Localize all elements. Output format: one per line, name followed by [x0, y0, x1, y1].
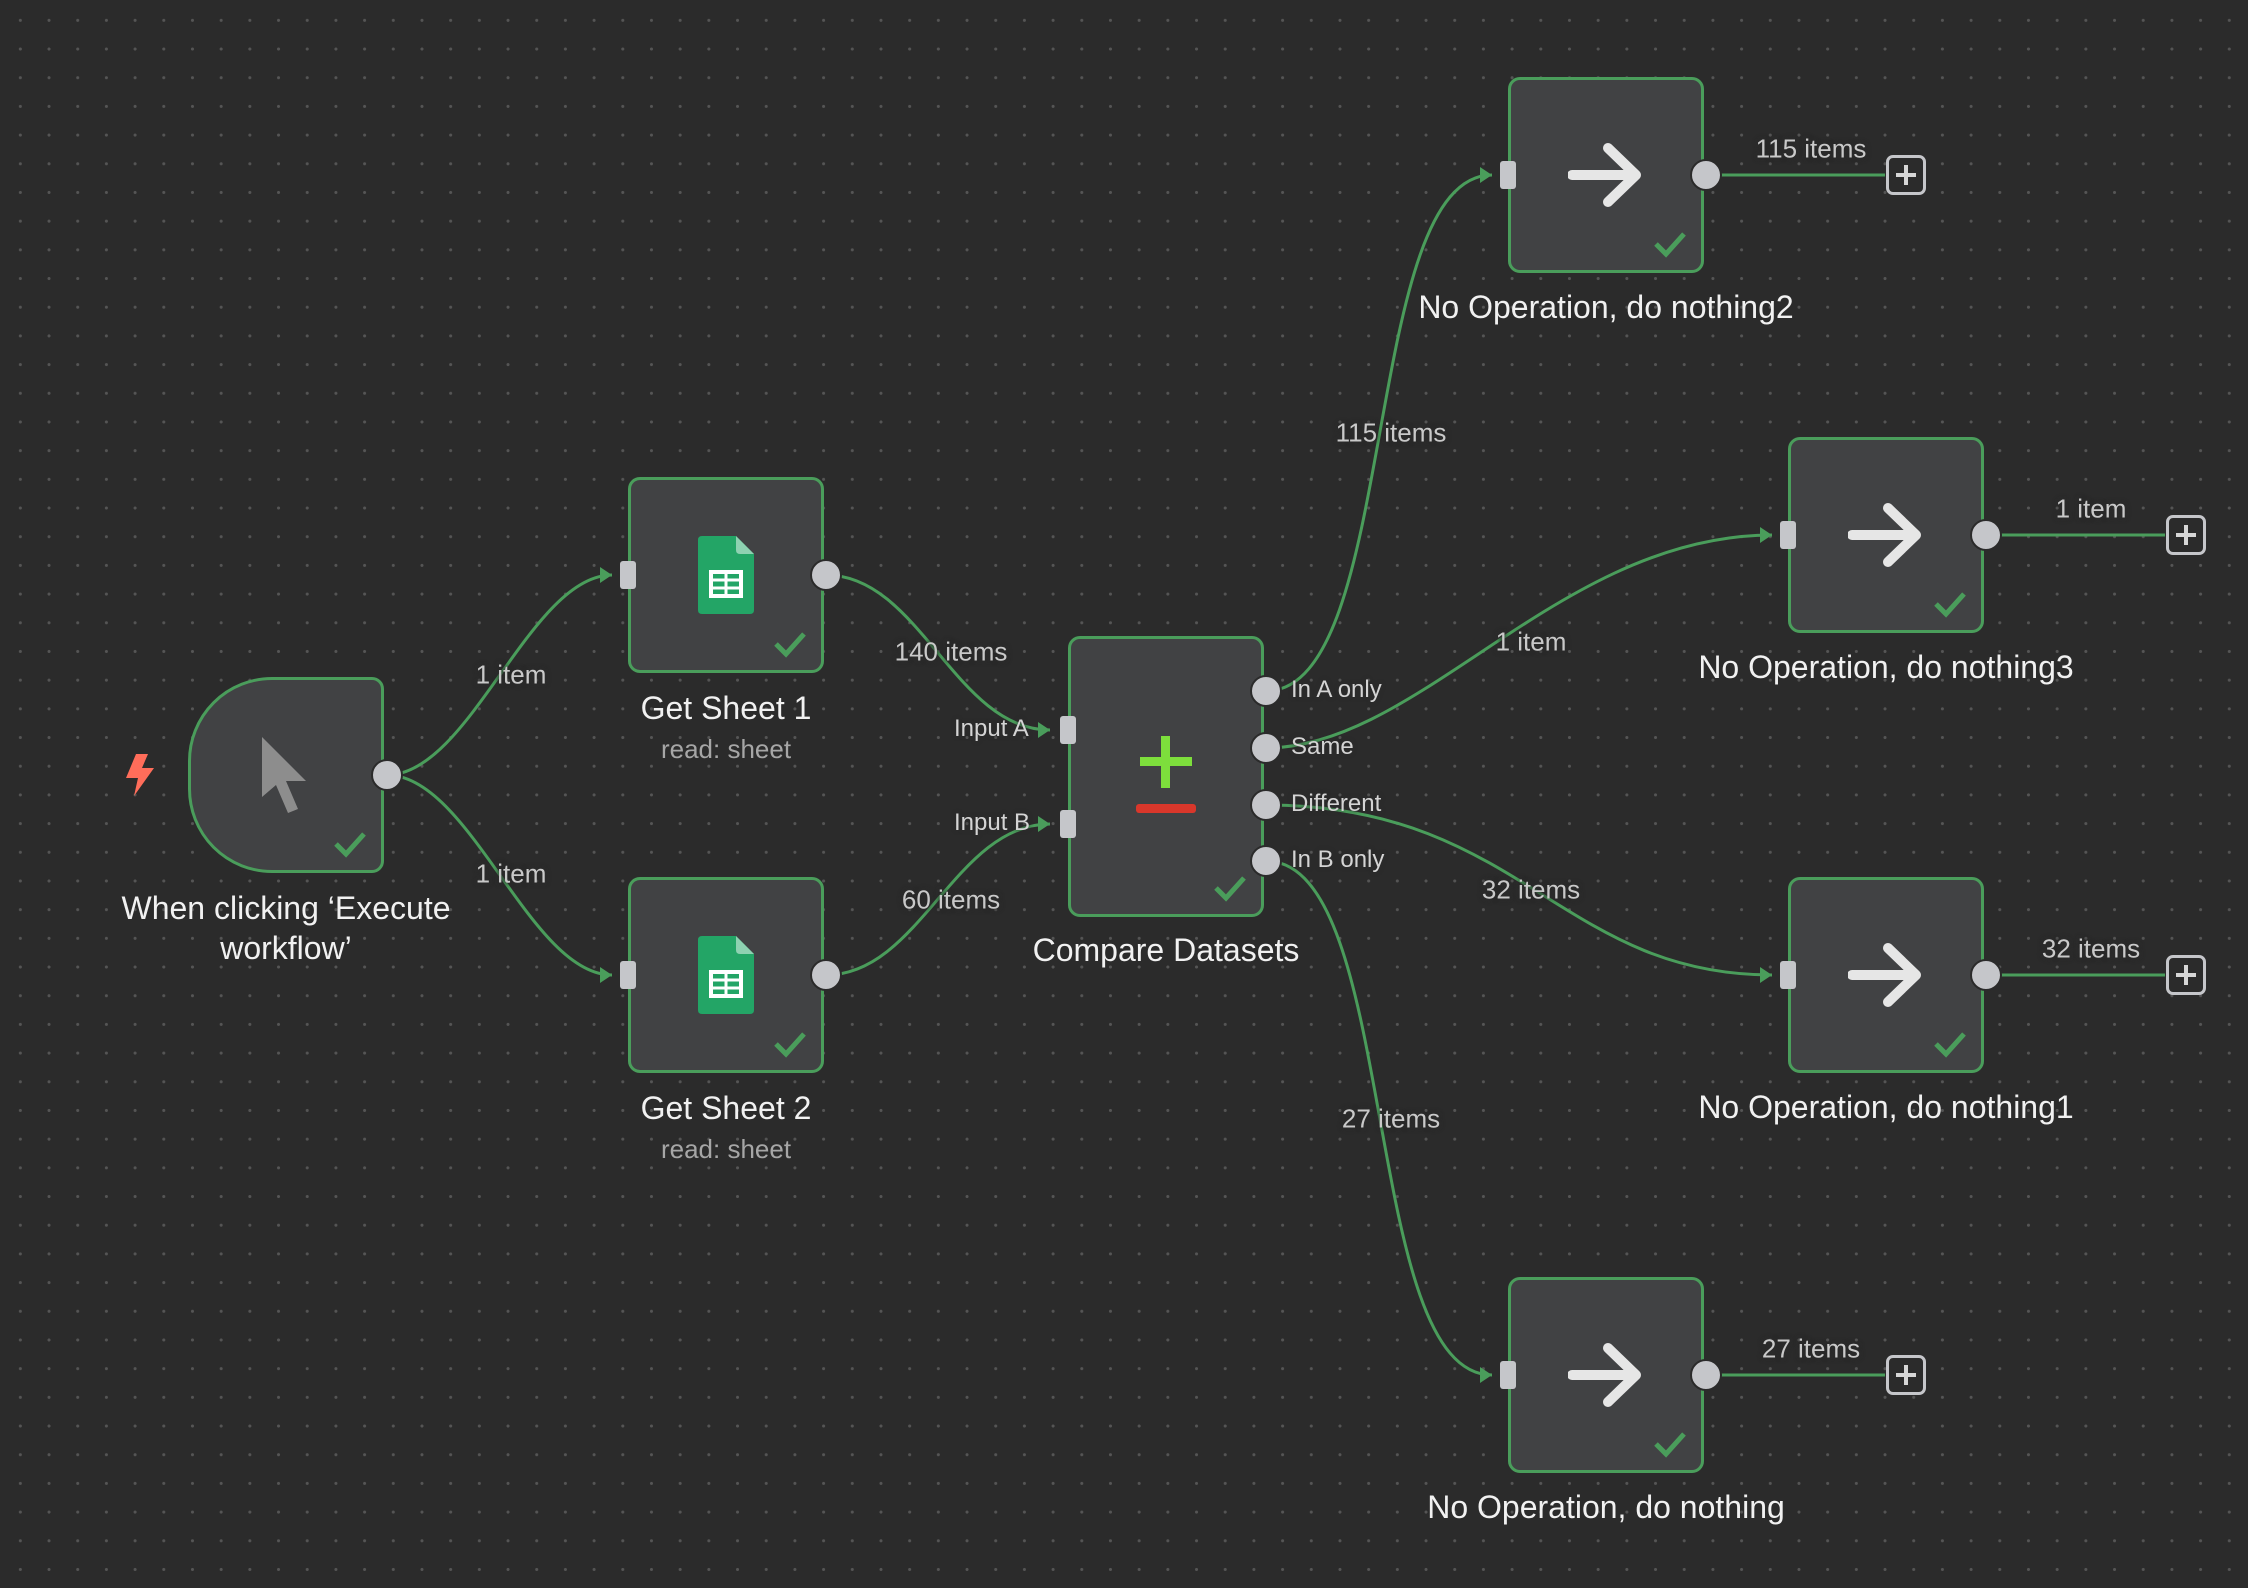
node-noop3[interactable]	[1788, 437, 1984, 633]
node-get-sheet-2[interactable]	[628, 877, 824, 1073]
node-title-noop2: No Operation, do nothing2	[1418, 289, 1794, 325]
success-check-icon	[1934, 592, 1966, 618]
node-title-compare: Compare Datasets	[1032, 932, 1300, 968]
noop2-output-handle[interactable]	[1690, 159, 1722, 191]
edge-label-noop3-output: 1 item	[2055, 493, 2127, 524]
arrowhead	[1760, 527, 1772, 543]
node-title-sheet2: Get Sheet 2	[640, 1090, 812, 1126]
node-noop[interactable]	[1508, 1277, 1704, 1473]
add-node-button[interactable]	[1886, 1355, 1926, 1395]
output-in-b-only-label: In B only	[1291, 846, 1385, 873]
output-same-label: Same	[1291, 733, 1354, 760]
input-a-label: Input A	[954, 715, 1029, 742]
connection-in-a-only-noop2[interactable]	[1265, 173, 1493, 693]
node-subtitle-sheet1: read: sheet	[660, 734, 792, 764]
connection-in-b-only-noop[interactable]	[1265, 859, 1493, 1377]
success-check-icon	[774, 1032, 806, 1058]
arrowhead	[600, 567, 612, 583]
add-node-button[interactable]	[1886, 155, 1926, 195]
compare-output-in-a-only-handle[interactable]	[1250, 675, 1282, 707]
compare-plus-minus-icon	[1136, 735, 1196, 813]
noop1-input-handle[interactable]	[1780, 961, 1796, 989]
arrowhead	[1038, 722, 1050, 738]
edge-label-noop-output: 27 items	[1761, 1333, 1861, 1364]
noop3-output-handle[interactable]	[1970, 519, 2002, 551]
noop1-output-handle[interactable]	[1970, 959, 2002, 991]
google-sheets-icon	[698, 936, 754, 1014]
connection-same-noop3[interactable]	[1265, 533, 1773, 750]
node-title-noop1: No Operation, do nothing1	[1698, 1089, 2074, 1125]
noop-input-handle[interactable]	[1500, 1361, 1516, 1389]
success-check-icon	[1654, 232, 1686, 258]
edge-label-different: 32 items	[1481, 874, 1581, 905]
arrowhead	[1038, 816, 1050, 832]
compare-input-b-handle[interactable]	[1060, 810, 1076, 838]
node-compare-datasets[interactable]	[1068, 636, 1264, 917]
arrow-right-icon	[1568, 143, 1641, 207]
edge-label-noop1-output: 32 items	[2041, 933, 2141, 964]
node-noop2[interactable]	[1508, 77, 1704, 273]
arrow-right-icon	[1568, 1343, 1641, 1407]
output-in-a-only-label: In A only	[1291, 676, 1382, 703]
noop-output-handle[interactable]	[1690, 1359, 1722, 1391]
cursor-icon	[262, 737, 306, 813]
compare-output-different-handle[interactable]	[1250, 789, 1282, 821]
node-title-sheet1: Get Sheet 1	[640, 690, 812, 726]
sheet1-output-handle[interactable]	[810, 559, 842, 591]
edge-label-sheet1-compare: 140 items	[894, 636, 1008, 667]
node-title-trigger: When clicking ‘Execute workflow’	[121, 890, 451, 966]
arrow-right-icon	[1848, 943, 1921, 1007]
connection-trigger-sheet1[interactable]	[386, 573, 613, 777]
success-check-icon	[1654, 1432, 1686, 1458]
edge-label-sheet2-compare: 60 items	[901, 884, 1001, 915]
success-check-icon	[1934, 1032, 1966, 1058]
success-check-icon	[334, 832, 366, 858]
compare-output-same-handle[interactable]	[1250, 732, 1282, 764]
edge-label-noop2-output: 115 items	[1755, 133, 1867, 164]
node-manual-trigger[interactable]	[188, 677, 384, 873]
input-b-label: Input B	[954, 809, 1031, 836]
sheet2-output-handle[interactable]	[810, 959, 842, 991]
success-check-icon	[774, 632, 806, 658]
edge-label-same: 1 item	[1495, 626, 1567, 657]
edge-label-trigger-sheet1: 1 item	[475, 659, 547, 690]
trigger-bolt-icon	[126, 754, 154, 796]
node-subtitle-sheet2: read: sheet	[660, 1134, 792, 1164]
node-get-sheet-1[interactable]	[628, 477, 824, 673]
connection-sheet2-compare[interactable]	[825, 822, 1051, 977]
compare-input-a-handle[interactable]	[1060, 716, 1076, 744]
edge-label-in-a-only: 115 items	[1335, 417, 1447, 448]
arrowhead	[600, 967, 612, 983]
compare-output-in-b-only-handle[interactable]	[1250, 845, 1282, 877]
sheet2-input-handle[interactable]	[620, 961, 636, 989]
arrowhead	[1480, 167, 1492, 183]
sheet1-input-handle[interactable]	[620, 561, 636, 589]
noop2-input-handle[interactable]	[1500, 161, 1516, 189]
connection-sheet1-compare[interactable]	[825, 573, 1051, 732]
edge-label-in-b-only: 27 items	[1341, 1103, 1441, 1134]
node-title-noop: No Operation, do nothing	[1427, 1489, 1785, 1525]
edge-label-trigger-sheet2: 1 item	[475, 858, 547, 889]
output-different-label: Different	[1291, 790, 1382, 817]
arrowhead	[1480, 1367, 1492, 1383]
add-node-button[interactable]	[2166, 515, 2206, 555]
add-node-button[interactable]	[2166, 955, 2206, 995]
success-check-icon	[1214, 876, 1246, 902]
arrow-right-icon	[1848, 503, 1921, 567]
connection-trigger-sheet2[interactable]	[386, 773, 613, 977]
node-title-noop3: No Operation, do nothing3	[1698, 649, 2074, 685]
google-sheets-icon	[698, 536, 754, 614]
noop3-input-handle[interactable]	[1780, 521, 1796, 549]
connection-different-noop1[interactable]	[1265, 803, 1773, 977]
node-noop1[interactable]	[1788, 877, 1984, 1073]
arrowhead	[1760, 967, 1772, 983]
trigger-output-handle[interactable]	[371, 759, 403, 791]
